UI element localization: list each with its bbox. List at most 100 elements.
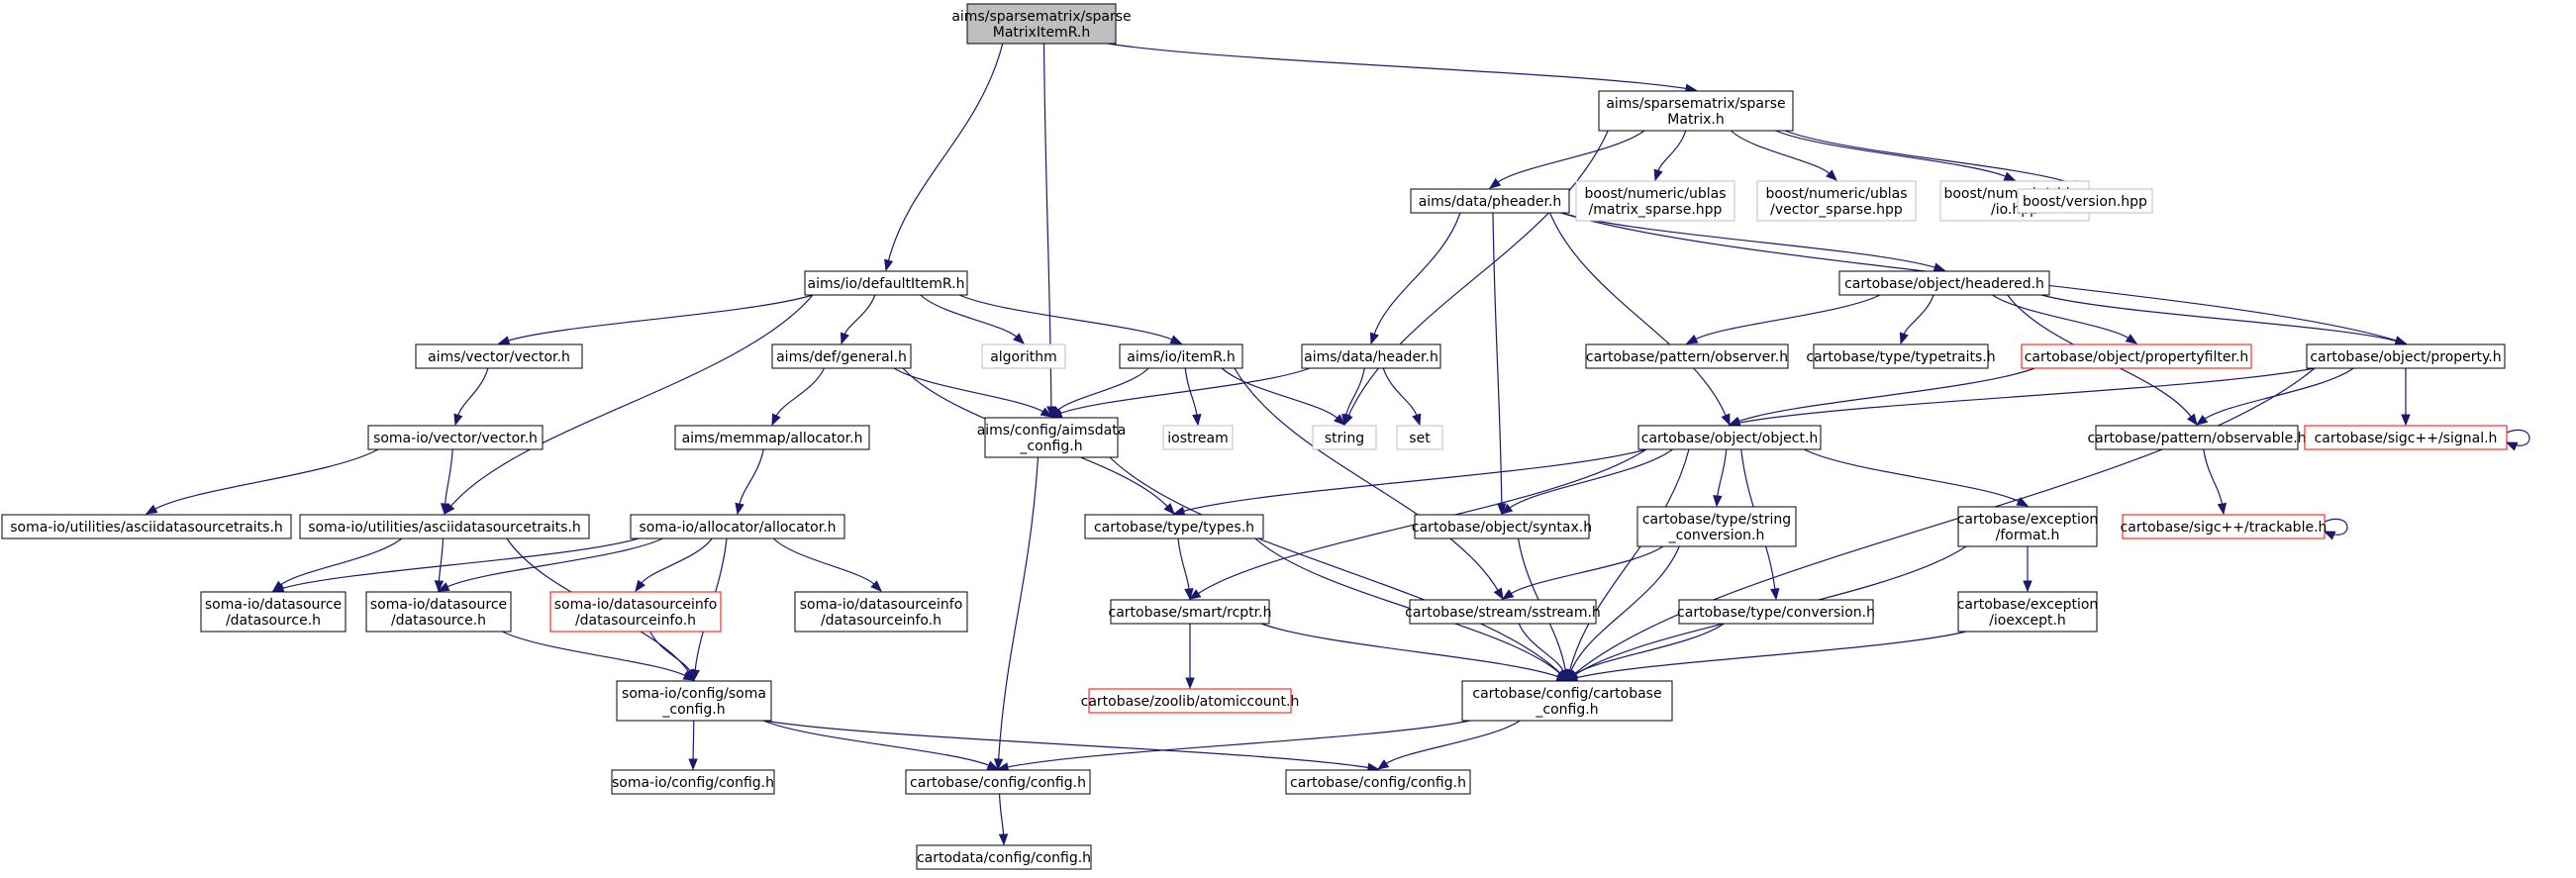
edge-n13-to-n40 (1234, 367, 1504, 601)
node-box (2021, 343, 2252, 369)
node-n46[interactable]: soma-io/config/config.h (611, 769, 775, 795)
node-n29[interactable]: iostream (1162, 425, 1234, 450)
node-n45[interactable]: cartobase/config/cartobase_config.h (1461, 680, 1673, 722)
node-label-line: cartobase/object/headered.h (1844, 276, 2044, 292)
node-box (966, 3, 1117, 45)
node-label-line: cartobase/type/types.h (1094, 520, 1254, 536)
node-n36[interactable]: soma-io/datasource/datasource.h (365, 591, 512, 633)
node-n19[interactable]: cartobase/object/syntax.h (1412, 514, 1592, 539)
node-box (616, 680, 772, 722)
node-label-line: soma-io/utilities/asciidatasourcetraits.… (10, 520, 283, 536)
edge-n16-to-n23 (1992, 294, 2138, 344)
node-n32[interactable]: cartobase/exception/format.h (1957, 506, 2099, 547)
node-n20[interactable]: set (1396, 425, 1443, 450)
node-n35[interactable]: soma-io/datasource/datasource.h (200, 591, 347, 633)
node-n28[interactable]: aims/memmap/allocator.h (674, 425, 870, 450)
node-n39[interactable]: cartobase/smart/rcptr.h (1109, 599, 1272, 625)
node-box (1678, 599, 1874, 625)
node-n48[interactable]: cartobase/config/config.h (1285, 769, 1471, 795)
node-label-line: cartodata/config/config.h (917, 850, 1091, 866)
node-n21[interactable]: cartobase/pattern/observer.h (1585, 343, 1789, 369)
node-n40[interactable]: cartobase/stream/sstream.h (1405, 599, 1601, 625)
node-label-line: _conversion.h (1668, 528, 1765, 543)
node-label-line: Matrix.h (1667, 112, 1724, 128)
edge-n1-to-n6 (1731, 130, 1837, 181)
node-label-line: set (1409, 431, 1431, 446)
node-box (1396, 425, 1443, 450)
node-box (1575, 180, 1735, 222)
node-n5[interactable]: boost/numeric/ublas/matrix_sparse.hpp (1575, 180, 1735, 222)
node-n6[interactable]: boost/numeric/ublas/vector_sparse.hpp (1756, 180, 1917, 222)
node-box (2122, 514, 2326, 539)
edge-n18-to-n30 (1172, 448, 1647, 516)
edge-n4-to-n18 (1548, 212, 1731, 427)
node-label-line: soma-io/allocator/allocator.h (639, 520, 836, 536)
edge-n1-to-n5 (1653, 130, 1687, 182)
edge-n11-to-n3 (893, 367, 1053, 418)
node-n8[interactable]: boost/version.hpp (2017, 188, 2153, 214)
node-label-line: cartobase/object/propertyfilter.h (2025, 349, 2249, 365)
node-n16[interactable]: cartobase/object/headered.h (1838, 270, 2050, 296)
node-label-line: soma-io/config/config.h (612, 775, 774, 791)
node-n42[interactable]: cartobase/exception/ioexcept.h (1957, 591, 2099, 633)
node-box (1461, 680, 1673, 722)
edge-n4-to-n15 (1369, 212, 1461, 345)
node-n3[interactable]: aims/config/aimsdata_config.h (977, 417, 1127, 458)
node-n41[interactable]: cartobase/type/conversion.h (1677, 599, 1875, 625)
node-box (1162, 425, 1234, 450)
node-n37[interactable]: soma-io/datasourceinfo/datasourceinfo.h (549, 591, 722, 633)
node-n11[interactable]: aims/def/general.h (771, 343, 912, 369)
node-n22[interactable]: cartobase/type/typetraits.h (1806, 343, 1996, 369)
node-n14[interactable]: soma-io/utilities/asciidatasourcetraits.… (299, 514, 590, 539)
node-n43[interactable]: soma-io/config/soma_config.h (616, 680, 772, 722)
node-box (299, 514, 590, 539)
node-box (365, 591, 512, 633)
node-n27[interactable]: soma-io/utilities/asciidatasourcetraits.… (1, 514, 292, 539)
node-n2[interactable]: aims/io/defaultItemR.h (804, 270, 968, 296)
node-label-line: _config.h (1019, 439, 1082, 454)
node-n44[interactable]: cartobase/zoolib/atomiccount.h (1081, 688, 1300, 714)
node-n9[interactable]: string (1312, 425, 1377, 450)
node-n26[interactable]: soma-io/vector/vector.h (367, 425, 544, 450)
edge-n15-to-n3 (1049, 367, 1311, 418)
node-n25[interactable]: cartobase/sigc++/signal.h (2304, 425, 2508, 450)
edge-n18-to-n45 (1565, 448, 1690, 682)
node-n31[interactable]: cartobase/type/string_conversion.h (1636, 506, 1797, 547)
node-label-line: soma-io/vector/vector.h (373, 431, 538, 446)
edge-n1-to-n7 (1775, 130, 2017, 181)
node-n47[interactable]: cartobase/config/config.h (905, 769, 1091, 795)
node-box (611, 769, 775, 795)
node-box (2095, 425, 2299, 450)
edge-n37-to-n43 (649, 631, 695, 682)
node-n30[interactable]: cartobase/type/types.h (1084, 514, 1264, 539)
node-box (2304, 425, 2508, 450)
node-n49[interactable]: cartodata/config/config.h (916, 844, 1092, 870)
node-n38[interactable]: soma-io/datasourceinfo/datasourceinfo.h (794, 591, 968, 633)
node-n17[interactable]: cartobase/object/property.h (2306, 343, 2506, 369)
node-box (549, 591, 722, 633)
node-n13[interactable]: aims/io/itemR.h (1119, 343, 1243, 369)
edge-n32-to-n42 (2023, 545, 2032, 593)
edge-n1-to-n4 (1488, 130, 1645, 189)
node-box (981, 343, 1066, 369)
node-n18[interactable]: cartobase/object/object.h (1637, 425, 1822, 450)
node-n33[interactable]: cartobase/sigc++/trackable.h (2121, 514, 2328, 539)
edge-n3-to-n47 (993, 456, 1040, 771)
node-n34[interactable]: soma-io/allocator/allocator.h (630, 514, 845, 539)
node-box (1084, 514, 1264, 539)
node-label-line: soma-io/datasource (205, 597, 342, 613)
edge-n39-to-n45 (1260, 623, 1569, 681)
node-n23[interactable]: cartobase/object/propertyfilter.h (2021, 343, 2252, 369)
node-n15[interactable]: aims/data/header.h (1301, 343, 1441, 369)
node-n10[interactable]: aims/vector/vector.h (415, 343, 583, 369)
node-n24[interactable]: cartobase/pattern/observable.h (2087, 425, 2307, 450)
node-n4[interactable]: aims/data/pheader.h (1410, 188, 1570, 214)
node-label-line: aims/data/header.h (1304, 349, 1438, 365)
node-label-line: /ioexcept.h (1989, 613, 2066, 629)
node-label-line: /datasourceinfo.h (575, 613, 696, 629)
edge-n13-to-n29 (1184, 367, 1202, 427)
node-n12[interactable]: algorithm (981, 343, 1066, 369)
node-box (1119, 343, 1243, 369)
